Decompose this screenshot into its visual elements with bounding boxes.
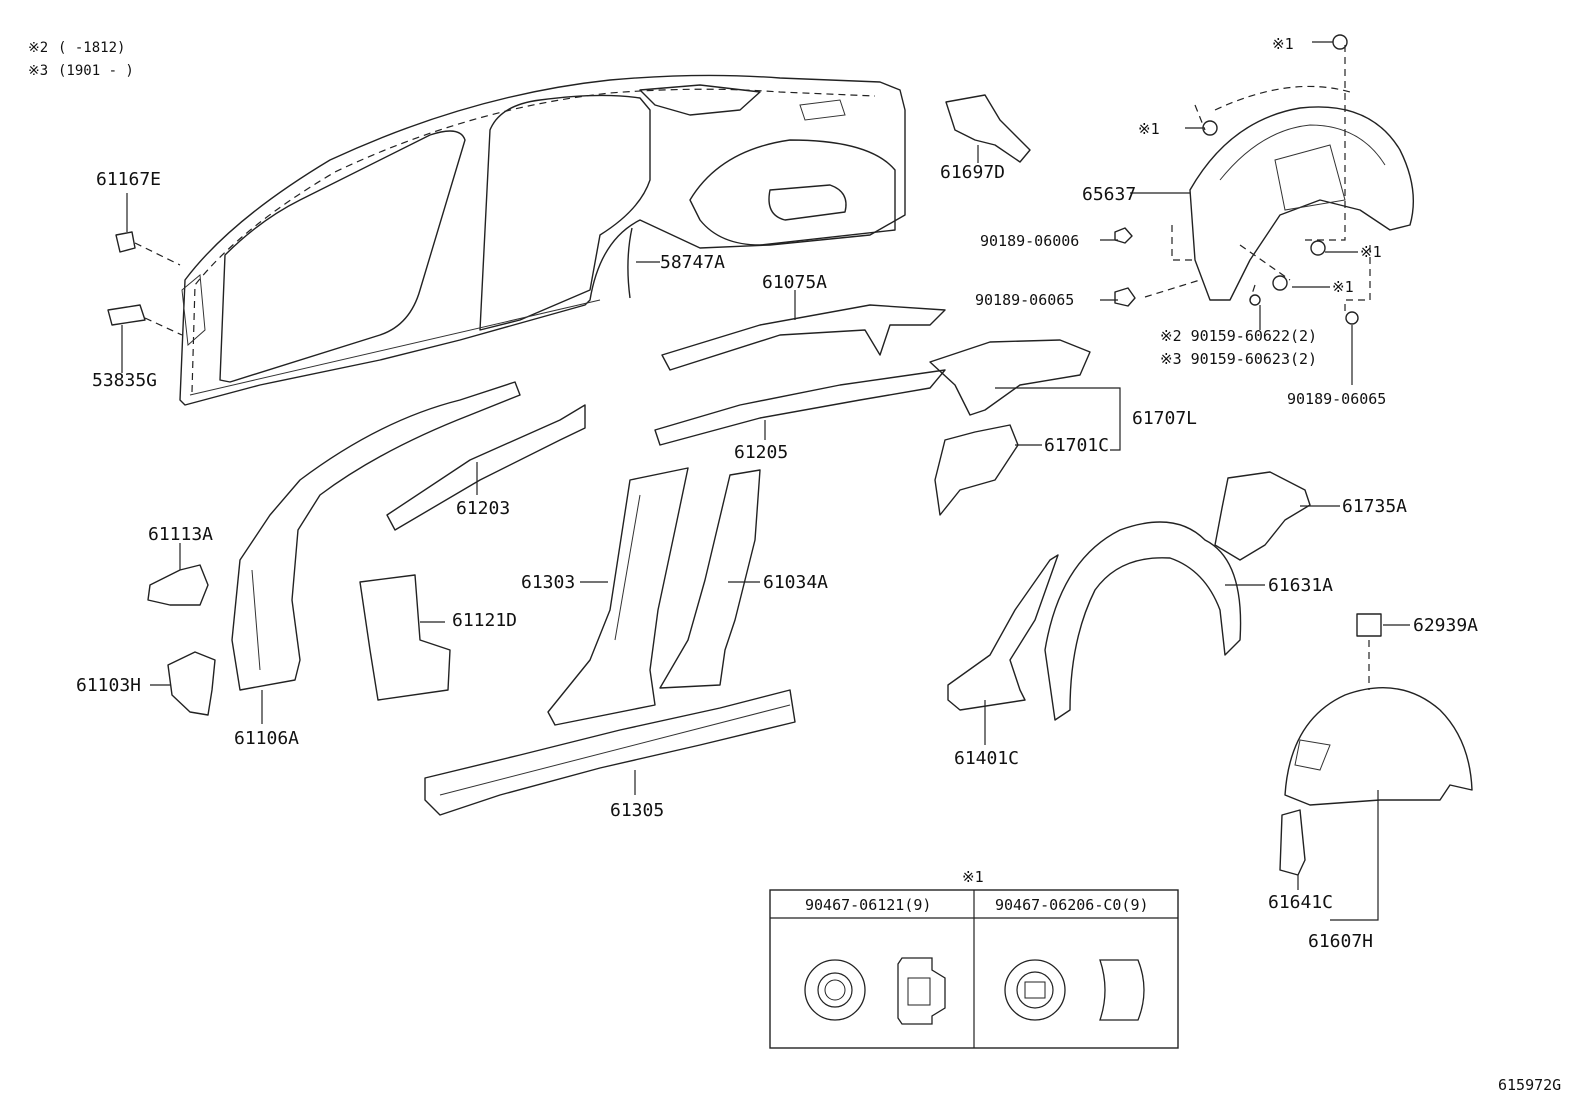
label-61735A: 61735A bbox=[1342, 496, 1407, 517]
panel-61701C bbox=[934, 424, 1042, 516]
label-61697D: 61697D bbox=[940, 162, 1005, 183]
block-62939A bbox=[1356, 613, 1410, 690]
wheel-arch-61631A bbox=[1044, 521, 1265, 721]
kit-table-col-2: 90467-06206-C0(9) bbox=[995, 896, 1149, 914]
label-61075A: 61075A bbox=[762, 272, 827, 293]
label-61641C: 61641C bbox=[1268, 892, 1333, 913]
label-61103H: 61103H bbox=[76, 675, 141, 696]
label-62939A: 62939A bbox=[1413, 615, 1478, 636]
bracket-61641C bbox=[1279, 809, 1306, 890]
label-90189-06006: 90189-06006 bbox=[980, 232, 1079, 250]
body-side-outer-panel bbox=[179, 74, 906, 406]
bracket-61103H bbox=[150, 651, 216, 716]
strip-58747A bbox=[627, 227, 660, 299]
panel-61401C bbox=[947, 554, 1059, 745]
label-61034A: 61034A bbox=[763, 572, 828, 593]
clip-icon-round bbox=[804, 959, 866, 1021]
wheel-liner-65637 bbox=[1130, 45, 1415, 313]
label-61121D: 61121D bbox=[452, 610, 517, 631]
marker-c: ※1 bbox=[1332, 278, 1354, 296]
label-90189-06065-b: 90189-06065 bbox=[1287, 390, 1386, 408]
marker-a: ※1 bbox=[1138, 120, 1160, 138]
kit-table-col-1: 90467-06121(9) bbox=[805, 896, 931, 914]
label-53835G: 53835G bbox=[92, 370, 157, 391]
seal-53835G bbox=[107, 304, 183, 373]
nut-icon-round bbox=[1004, 959, 1066, 1021]
kit-table-title: ※1 bbox=[962, 868, 984, 886]
roof-rail-61075A bbox=[661, 290, 946, 371]
bracket-61697D bbox=[945, 94, 1031, 163]
label-61167E: 61167E bbox=[96, 169, 161, 190]
label-61701C: 61701C bbox=[1044, 435, 1109, 456]
label-61631A: 61631A bbox=[1268, 575, 1333, 596]
wheel-house-61607H bbox=[1284, 687, 1473, 921]
label-61401C: 61401C bbox=[954, 748, 1019, 769]
marker-b: ※1 bbox=[1360, 243, 1382, 261]
panel-61707L bbox=[929, 339, 1121, 451]
part-labels: 61167E 53835G 58747A 61697D 65637 61075A… bbox=[76, 162, 1478, 952]
fastener-labels: 90189-06006 90189-06065 90189-06065 ※2 9… bbox=[975, 35, 1386, 408]
bracket-61113A bbox=[147, 543, 209, 606]
note-2-mark: ※2 bbox=[28, 40, 48, 56]
label-61205: 61205 bbox=[734, 442, 788, 463]
pillar-61303 bbox=[547, 467, 689, 726]
clip-61167E bbox=[115, 193, 181, 266]
clip-icon-side bbox=[897, 957, 946, 1025]
nut-icon-side bbox=[1099, 959, 1145, 1021]
kit-table: ※1 90467-06121(9) 90467-06206-C0(9) bbox=[769, 868, 1179, 1049]
label-61305: 61305 bbox=[610, 800, 664, 821]
note-3-text: (1901 - ) bbox=[58, 63, 134, 79]
liner-clips bbox=[1100, 34, 1359, 385]
panel-61735A bbox=[1214, 471, 1340, 561]
roof-rail-61203 bbox=[386, 404, 586, 531]
label-61607H: 61607H bbox=[1308, 931, 1373, 952]
label-61106A: 61106A bbox=[234, 728, 299, 749]
note-3-mark: ※3 bbox=[28, 63, 48, 79]
label-90159-60623: ※3 90159-60623(2) bbox=[1160, 350, 1317, 368]
diagram-id: 615972G bbox=[1498, 1076, 1561, 1094]
reinforcement-61121D bbox=[359, 574, 451, 701]
label-58747A: 58747A bbox=[660, 252, 725, 273]
note-2-text: ( -1812) bbox=[58, 40, 125, 56]
pillar-61034A bbox=[659, 469, 761, 689]
label-61113A: 61113A bbox=[148, 524, 213, 545]
label-61707L: 61707L bbox=[1132, 408, 1197, 429]
label-65637: 65637 bbox=[1082, 184, 1136, 205]
label-61203: 61203 bbox=[456, 498, 510, 519]
roof-rail-61205 bbox=[654, 369, 946, 446]
label-90189-06065-a: 90189-06065 bbox=[975, 291, 1074, 309]
label-90159-60622: ※2 90159-60622(2) bbox=[1160, 327, 1317, 345]
marker-top: ※1 bbox=[1272, 35, 1294, 53]
label-61303: 61303 bbox=[521, 572, 575, 593]
pillar-61106A bbox=[231, 381, 521, 724]
rocker-61305 bbox=[424, 689, 796, 816]
